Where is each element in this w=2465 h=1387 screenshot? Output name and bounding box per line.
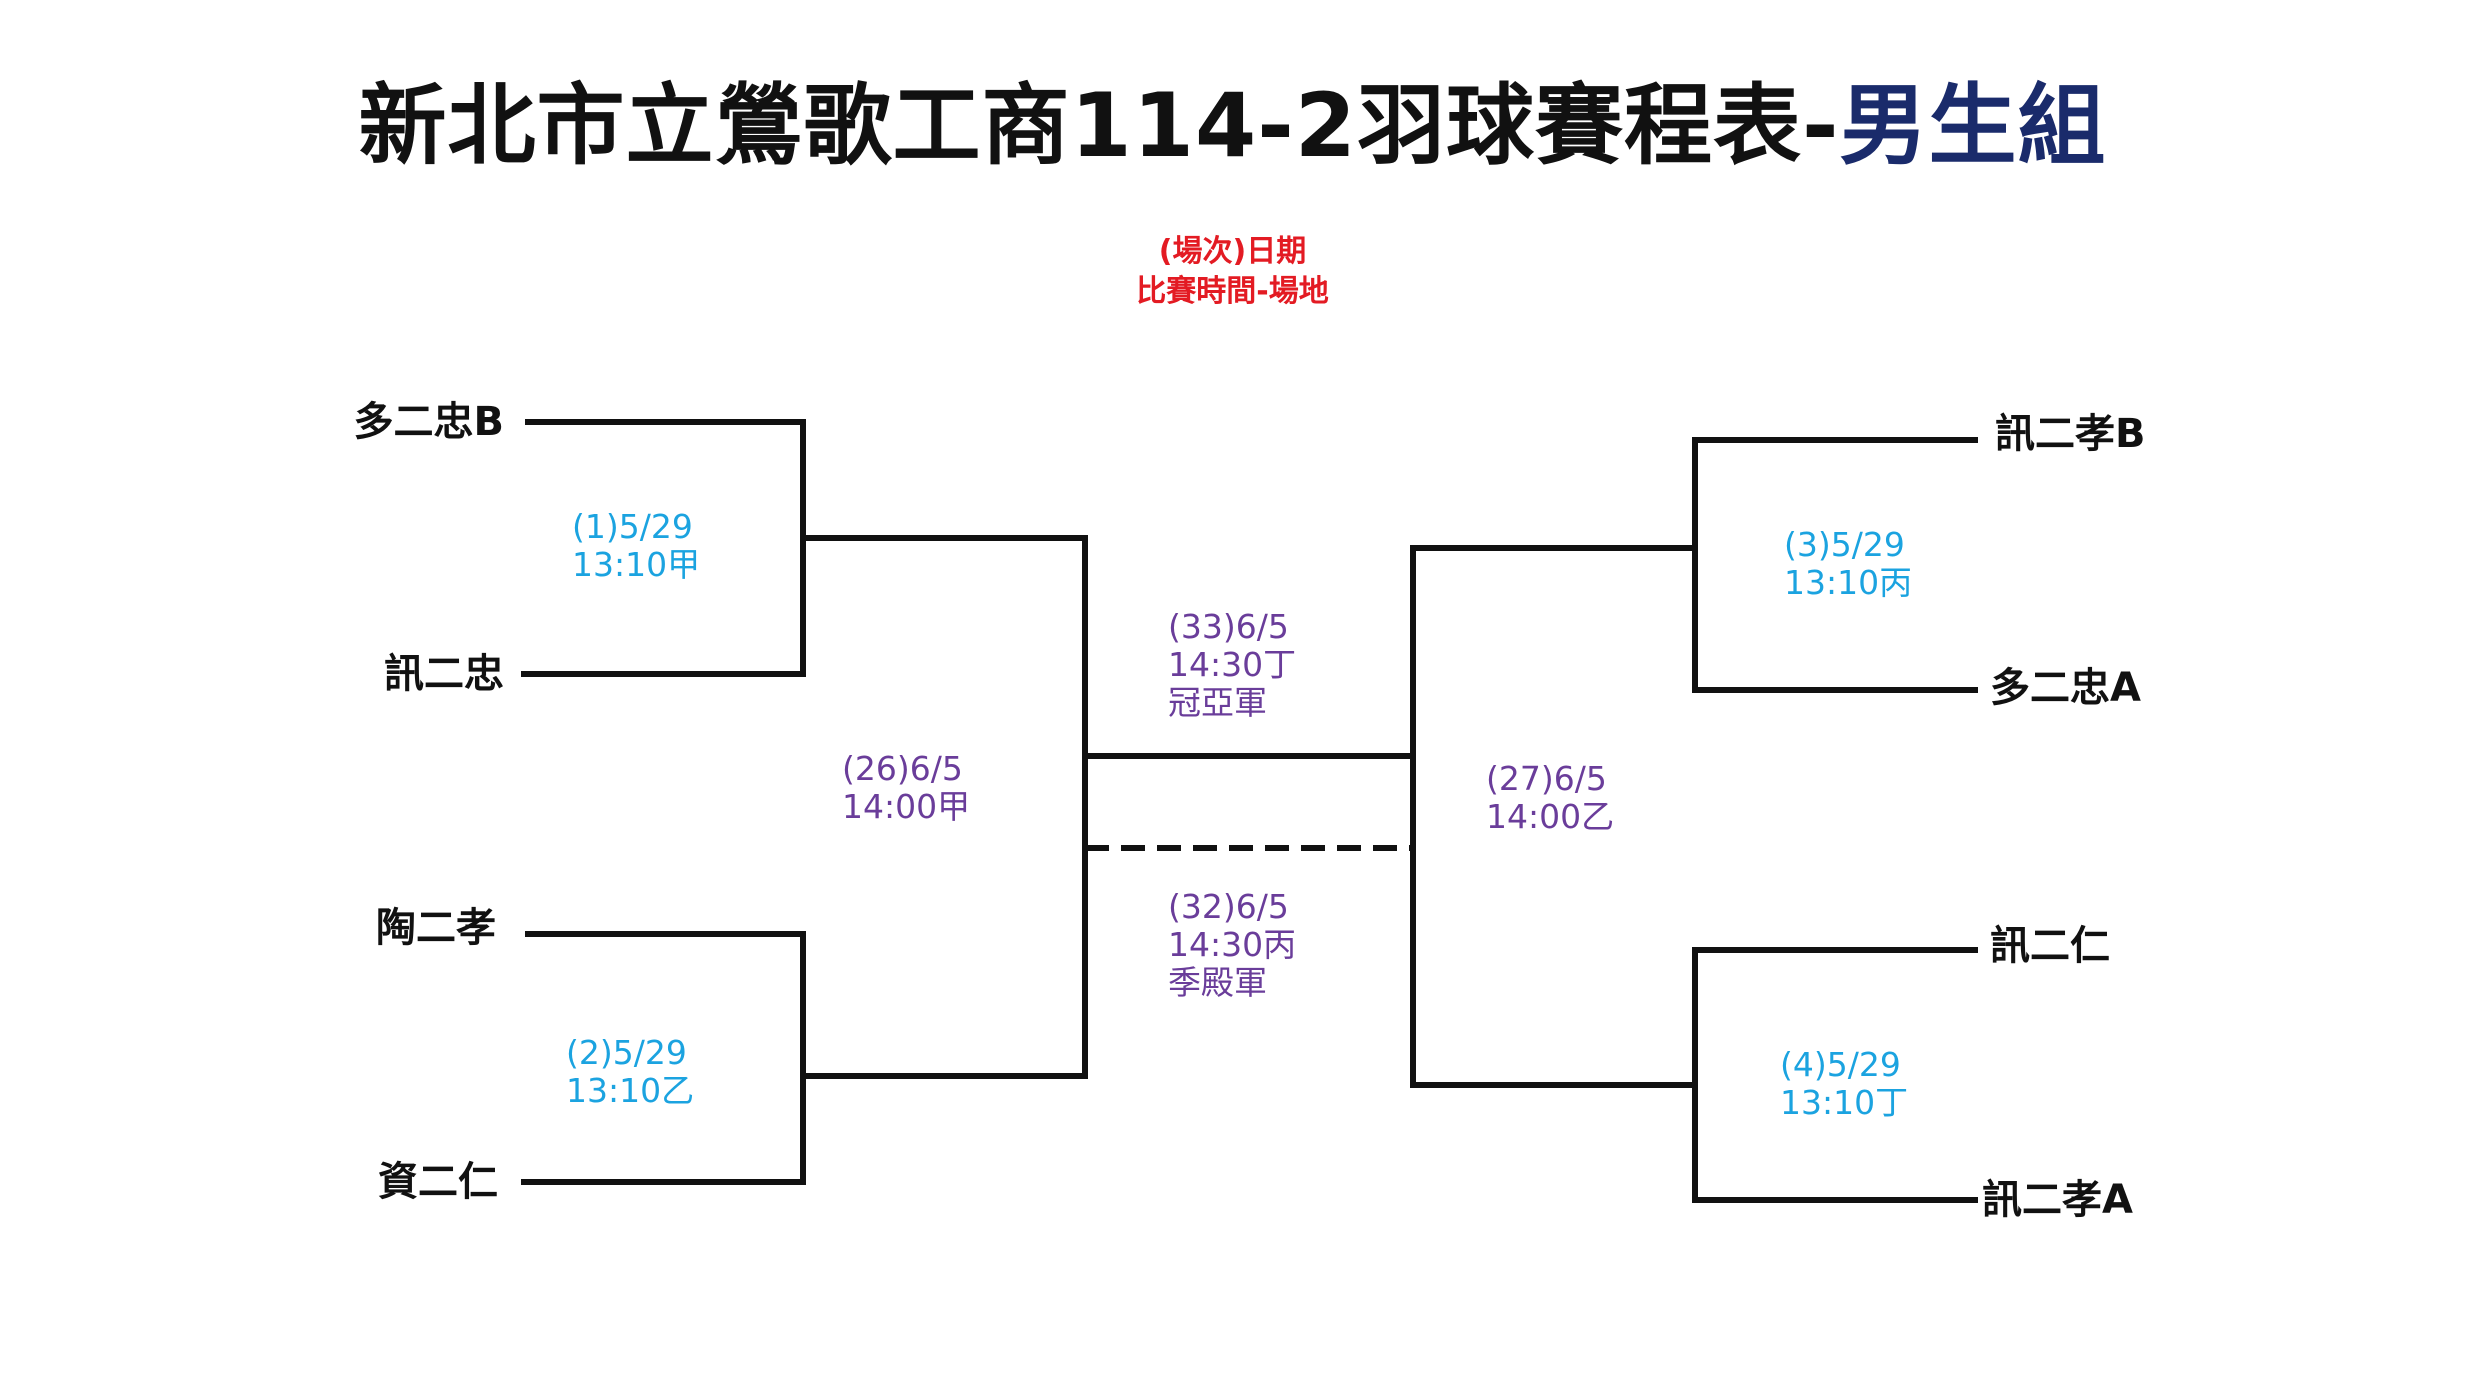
match-26-time: 14:00甲 xyxy=(842,787,971,826)
match-32-date: (32)6/5 xyxy=(1168,887,1289,926)
match-26-date: (26)6/5 xyxy=(842,749,963,788)
match-4-date: (4)5/29 xyxy=(1780,1045,1901,1084)
bracket-line-r2 xyxy=(1692,947,1978,1203)
team-left-2: 訊二忠 xyxy=(384,651,504,697)
match-2-time: 13:10乙 xyxy=(566,1071,695,1110)
match-26: (26)6/5 14:00甲 xyxy=(842,750,970,826)
team-right-4: 訊二孝A xyxy=(1982,1177,2133,1223)
match-2: (2)5/29 13:10乙 xyxy=(566,1034,694,1110)
match-32-label: 季殿軍 xyxy=(1168,963,1267,1002)
legend: (場次)日期 比賽時間-場地 xyxy=(0,232,2465,312)
match-33-label: 冠亞軍 xyxy=(1168,683,1267,722)
title-group: 男生組 xyxy=(1839,74,2107,177)
match-3-time: 13:10丙 xyxy=(1784,563,1913,602)
team-right-1: 訊二孝B xyxy=(1995,411,2146,457)
match-3: (3)5/29 13:10丙 xyxy=(1784,526,1912,602)
team-left-4: 資二仁 xyxy=(378,1159,498,1205)
team-right-2: 多二忠A xyxy=(1990,665,2141,711)
match-33-date: (33)6/5 xyxy=(1168,607,1289,646)
legend-line1: (場次)日期 xyxy=(1158,234,1307,269)
team-right-3: 訊二仁 xyxy=(1990,923,2110,969)
match-27-time: 14:00乙 xyxy=(1486,797,1615,836)
page-title: 新北市立鶯歌工商114-2羽球賽程表-男生組 xyxy=(0,77,2465,175)
team-left-1: 多二忠B xyxy=(353,399,505,445)
match-33-final: (33)6/5 14:30丁 冠亞軍 xyxy=(1168,608,1296,722)
legend-line2: 比賽時間-場地 xyxy=(1136,274,1329,309)
match-32-time: 14:30丙 xyxy=(1168,925,1297,964)
team-left-3: 陶二孝 xyxy=(376,905,496,951)
match-27-date: (27)6/5 xyxy=(1486,759,1607,798)
match-3-date: (3)5/29 xyxy=(1784,525,1905,564)
bracket-line-l2 xyxy=(521,931,806,1185)
match-32-third-place: (32)6/5 14:30丙 季殿軍 xyxy=(1168,888,1296,1002)
match-27: (27)6/5 14:00乙 xyxy=(1486,760,1614,836)
match-1: (1)5/29 13:10甲 xyxy=(572,508,700,584)
match-2-date: (2)5/29 xyxy=(566,1033,687,1072)
match-1-date: (1)5/29 xyxy=(572,507,693,546)
match-1-time: 13:10甲 xyxy=(572,545,701,584)
bracket-line-r1 xyxy=(1692,437,1978,693)
bracket-line-l1 xyxy=(521,419,806,677)
match-4-time: 13:10丁 xyxy=(1780,1083,1909,1122)
title-main: 新北市立鶯歌工商114-2羽球賽程表- xyxy=(358,74,1840,177)
match-4: (4)5/29 13:10丁 xyxy=(1780,1046,1908,1122)
match-33-time: 14:30丁 xyxy=(1168,645,1297,684)
